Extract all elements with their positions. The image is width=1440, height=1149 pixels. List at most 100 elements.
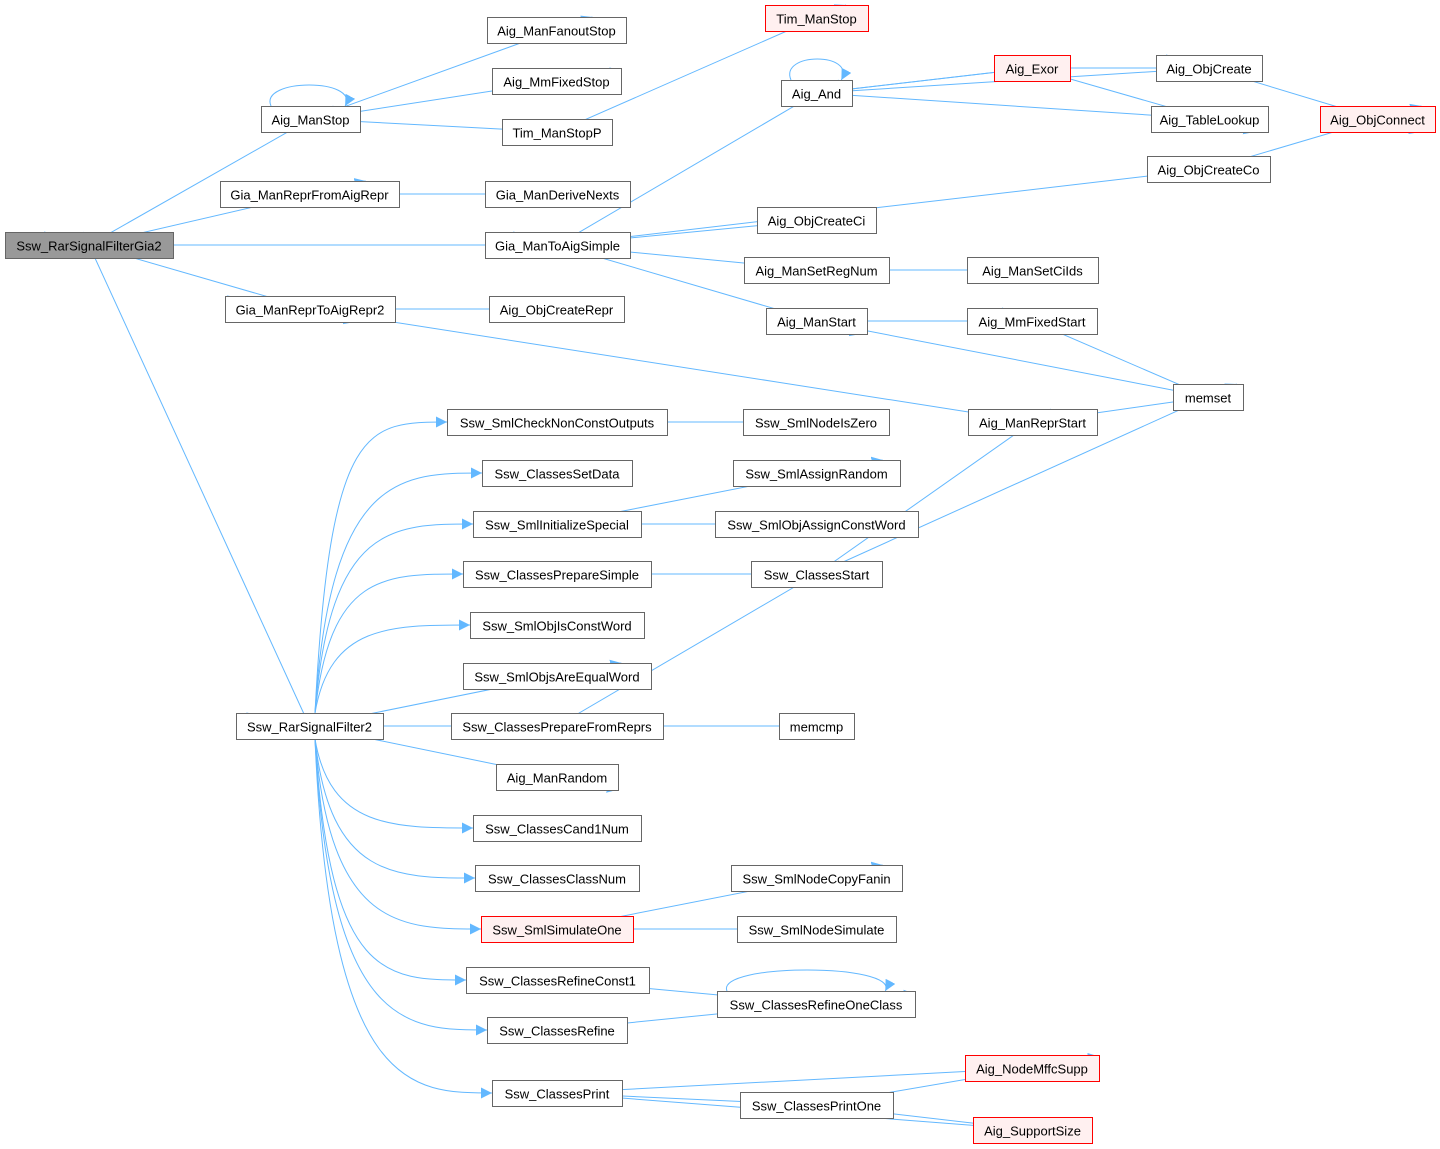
node-aig-node-mffc-supp[interactable]: Aig_NodeMffcSupp [965, 1055, 1100, 1082]
node-box [236, 713, 384, 740]
node-box [766, 308, 868, 335]
node-aig-obj-create-co[interactable]: Aig_ObjCreateCo [1147, 156, 1271, 183]
node-label: Ssw_ClassesPrepareFromReprs [462, 720, 652, 735]
node-label: Ssw_SmlNodeSimulate [749, 923, 885, 938]
node-gia-man-repr-from-aig-repr[interactable]: Gia_ManReprFromAigRepr [220, 181, 400, 208]
node-box [765, 5, 869, 32]
node-aig-man-repr-start[interactable]: Aig_ManReprStart [968, 409, 1098, 436]
node-box [492, 68, 622, 95]
node-ssw-sml-objs-are-equal-word[interactable]: Ssw_SmlObjsAreEqualWord [463, 663, 652, 690]
node-box [492, 1080, 623, 1107]
node-aig-and[interactable]: Aig_And [781, 80, 853, 107]
node-label: Aig_NodeMffcSupp [976, 1062, 1088, 1077]
node-aig-man-set-ci-ids[interactable]: Aig_ManSetCiIds [967, 257, 1099, 284]
node-box [473, 511, 642, 538]
edge-ssw-rar-signal-filter2-to-ssw-classes-refine-const1 [314, 738, 467, 986]
node-aig-obj-connect[interactable]: Aig_ObjConnect [1320, 106, 1436, 133]
node-ssw-classes-class-num[interactable]: Ssw_ClassesClassNum [475, 865, 640, 892]
node-ssw-sml-node-copy-fanin[interactable]: Ssw_SmlNodeCopyFanin [731, 865, 903, 892]
node-label: Tim_ManStop [776, 12, 856, 27]
node-ssw-sml-check-non-const-outputs[interactable]: Ssw_SmlCheckNonConstOutputs [447, 409, 668, 436]
edge-ssw-rar-signal-filter2-to-ssw-classes-set-data [314, 467, 483, 714]
node-box [473, 815, 642, 842]
node-label: Ssw_SmlObjIsConstWord [482, 619, 631, 634]
node-aig-support-size[interactable]: Aig_SupportSize [973, 1117, 1093, 1144]
node-ssw-classes-print[interactable]: Ssw_ClassesPrint [492, 1080, 623, 1107]
node-label: Aig_ObjCreateCi [768, 214, 866, 229]
node-ssw-sml-simulate-one[interactable]: Ssw_SmlSimulateOne [481, 916, 634, 943]
node-ssw-sml-node-simulate[interactable]: Ssw_SmlNodeSimulate [737, 916, 897, 943]
node-box [1173, 384, 1244, 411]
node-ssw-classes-start[interactable]: Ssw_ClassesStart [751, 561, 883, 588]
node-ssw-classes-refine-const1[interactable]: Ssw_ClassesRefineConst1 [466, 967, 650, 994]
node-box [487, 17, 627, 44]
node-gia-man-derive-nexts[interactable]: Gia_ManDeriveNexts [485, 181, 631, 208]
node-aig-obj-create-repr[interactable]: Aig_ObjCreateRepr [489, 296, 625, 323]
node-box [5, 232, 174, 259]
node-ssw-sml-initialize-special[interactable]: Ssw_SmlInitializeSpecial [473, 511, 642, 538]
node-ssw-sml-assign-random[interactable]: Ssw_SmlAssignRandom [733, 460, 901, 487]
edge-ssw-rar-signal-filter2-to-ssw-sml-obj-is-const-word [314, 619, 471, 714]
node-label: Gia_ManReprToAigRepr2 [236, 303, 385, 318]
node-box [489, 296, 625, 323]
node-box [731, 865, 903, 892]
node-aig-obj-create-ci[interactable]: Aig_ObjCreateCi [757, 207, 877, 234]
node-aig-mm-fixed-stop[interactable]: Aig_MmFixedStop [492, 68, 622, 95]
node-label: Aig_ManStop [271, 113, 349, 128]
node-box [447, 409, 668, 436]
node-label: Aig_Exor [1006, 62, 1059, 77]
node-aig-exor[interactable]: Aig_Exor [994, 55, 1071, 82]
edge-aig-man-stop-to-aig-man-stop [269, 84, 356, 107]
node-label: Aig_TableLookup [1160, 113, 1260, 128]
node-label: Ssw_ClassesRefineConst1 [479, 974, 636, 989]
edge-ssw-rar-signal-filter2-to-ssw-classes-class-num [314, 738, 476, 884]
node-tim-man-stop-p[interactable]: Tim_ManStopP [502, 119, 613, 146]
node-memcmp[interactable]: memcmp [779, 713, 855, 740]
node-ssw-classes-set-data[interactable]: Ssw_ClassesSetData [482, 460, 633, 487]
edge-ssw-rar-signal-filter2-to-ssw-sml-simulate-one [314, 738, 482, 935]
node-ssw-classes-cand1-num[interactable]: Ssw_ClassesCand1Num [473, 815, 642, 842]
edge-ssw-classes-start-to-memset [787, 383, 1237, 588]
node-ssw-classes-refine-one-class[interactable]: Ssw_ClassesRefineOneClass [717, 991, 916, 1018]
node-label: Aig_ObjCreateRepr [500, 303, 614, 318]
node-ssw-classes-prepare-from-reprs[interactable]: Ssw_ClassesPrepareFromReprs [451, 713, 664, 740]
node-label: Ssw_ClassesPrintOne [752, 1099, 881, 1114]
node-aig-table-lookup[interactable]: Aig_TableLookup [1151, 106, 1269, 133]
node-label: Gia_ManToAigSimple [495, 239, 620, 254]
node-box [973, 1117, 1093, 1144]
node-gia-man-to-aig-simple[interactable]: Gia_ManToAigSimple [485, 232, 631, 259]
node-ssw-classes-print-one[interactable]: Ssw_ClassesPrintOne [740, 1092, 894, 1119]
node-box [740, 1092, 894, 1119]
node-ssw-rar-signal-filter2[interactable]: Ssw_RarSignalFilter2 [236, 713, 384, 740]
node-label: memcmp [790, 720, 843, 735]
node-box [225, 296, 396, 323]
node-label: Ssw_ClassesClassNum [488, 872, 626, 887]
node-ssw-sml-node-is-zero[interactable]: Ssw_SmlNodeIsZero [743, 409, 890, 436]
node-box [965, 1055, 1100, 1082]
node-label: Tim_ManStopP [512, 126, 601, 141]
node-aig-man-start[interactable]: Aig_ManStart [766, 308, 868, 335]
node-label: Ssw_SmlCheckNonConstOutputs [460, 416, 655, 431]
node-aig-man-set-reg-num[interactable]: Aig_ManSetRegNum [744, 257, 890, 284]
node-aig-man-stop[interactable]: Aig_ManStop [261, 106, 361, 133]
node-ssw-classes-prepare-simple[interactable]: Ssw_ClassesPrepareSimple [463, 561, 652, 588]
node-tim-man-stop[interactable]: Tim_ManStop [765, 5, 869, 32]
node-ssw-sml-obj-assign-const-word[interactable]: Ssw_SmlObjAssignConstWord [715, 511, 919, 538]
node-label: Ssw_SmlInitializeSpecial [485, 518, 629, 533]
node-memset[interactable]: memset [1173, 384, 1244, 411]
node-gia-man-repr-to-aig-repr2[interactable]: Gia_ManReprToAigRepr2 [225, 296, 396, 323]
node-aig-man-random[interactable]: Aig_ManRandom [496, 764, 619, 791]
node-label: Ssw_SmlObjAssignConstWord [727, 518, 905, 533]
node-box [715, 511, 919, 538]
node-ssw-classes-refine[interactable]: Ssw_ClassesRefine [487, 1017, 628, 1044]
node-box [1156, 55, 1263, 82]
node-box [485, 181, 631, 208]
node-aig-man-fanout-stop[interactable]: Aig_ManFanoutStop [487, 17, 627, 44]
node-label: Ssw_ClassesPrint [505, 1087, 610, 1102]
node-ssw-sml-obj-is-const-word[interactable]: Ssw_SmlObjIsConstWord [470, 612, 645, 639]
node-label: Aig_ManSetCiIds [982, 264, 1083, 279]
root-node-ssw-rar-signal-filter-gia2[interactable]: Ssw_RarSignalFilterGia2 [5, 232, 174, 259]
node-aig-obj-create[interactable]: Aig_ObjCreate [1156, 55, 1263, 82]
node-aig-mm-fixed-start[interactable]: Aig_MmFixedStart [967, 308, 1098, 335]
node-label: Ssw_ClassesRefine [499, 1024, 615, 1039]
